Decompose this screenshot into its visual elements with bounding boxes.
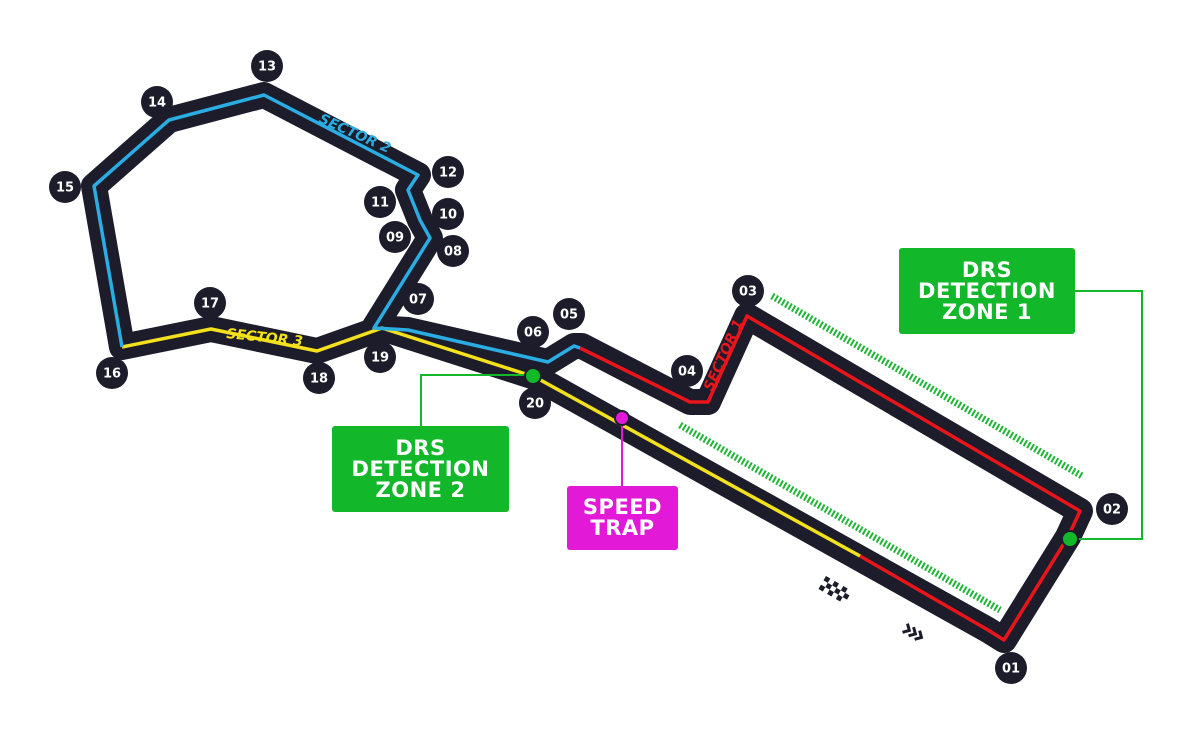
drs-zone-1-line3: ZONE 1 xyxy=(942,299,1032,324)
drs-zones xyxy=(678,292,1084,614)
drs-zone-1-connector xyxy=(1070,290,1143,540)
drs-zone-main-straight xyxy=(678,421,1002,614)
svg-text:14: 14 xyxy=(148,96,166,111)
drs-zone-1-line2: DETECTION xyxy=(918,278,1056,303)
turn-badges: 01 02 03 04 05 06 07 08 09 10 11 12 13 1… xyxy=(49,50,1128,684)
svg-text:19: 19 xyxy=(371,351,389,366)
svg-text:09: 09 xyxy=(386,231,404,246)
svg-text:05: 05 xyxy=(560,308,578,323)
turn-badge-20: 20 xyxy=(519,387,551,419)
drs-zone-2-connector xyxy=(420,374,533,426)
svg-text:02: 02 xyxy=(1103,503,1121,518)
turn-badge-18: 18 xyxy=(303,362,335,394)
sector-1-line xyxy=(579,314,1082,642)
svg-text:10: 10 xyxy=(439,208,457,223)
speed-trap-line1: SPEED xyxy=(582,495,663,519)
svg-text:03: 03 xyxy=(739,285,757,300)
speed-trap-line2: TRAP xyxy=(590,516,655,540)
svg-text:13: 13 xyxy=(258,60,276,75)
svg-text:07: 07 xyxy=(409,293,427,308)
svg-text:16: 16 xyxy=(103,367,121,382)
sector-2-line xyxy=(92,93,581,364)
drs-detection-zone-1-box: DRS DETECTION ZONE 1 xyxy=(899,248,1075,334)
turn-badge-11: 11 xyxy=(364,186,396,218)
svg-text:08: 08 xyxy=(444,245,462,260)
turn-badge-02: 02 xyxy=(1096,493,1128,525)
svg-text:12: 12 xyxy=(439,166,457,181)
speed-trap-box: SPEED TRAP xyxy=(567,486,678,550)
turn-badge-07: 07 xyxy=(402,283,434,315)
speed-trap-point xyxy=(614,410,630,426)
drs-zone-1-point xyxy=(1061,530,1079,548)
turn-badge-08: 08 xyxy=(437,235,469,267)
svg-text:20: 20 xyxy=(526,397,544,412)
svg-text:18: 18 xyxy=(310,372,328,387)
callout-connectors xyxy=(420,290,1143,540)
sector-3-label: SECTOR 3 xyxy=(226,326,304,350)
turn-badge-09: 09 xyxy=(379,221,411,253)
drs-zone-2-line3: ZONE 2 xyxy=(375,477,466,502)
turn-badge-15: 15 xyxy=(49,171,81,203)
drs-zone-2-line2: DETECTION xyxy=(351,456,490,481)
turn-badge-17: 17 xyxy=(194,287,226,319)
turn-badge-03: 03 xyxy=(732,275,764,307)
turn-badge-01: 01 xyxy=(995,652,1027,684)
drs-zone-2-line1: DRS xyxy=(395,435,446,460)
svg-text:11: 11 xyxy=(371,196,389,211)
drs-zone-1-line1: DRS xyxy=(961,257,1013,282)
svg-text:15: 15 xyxy=(56,181,74,196)
turn-badge-10: 10 xyxy=(432,198,464,230)
drs-zone-2-point xyxy=(524,367,542,385)
turn-badge-14: 14 xyxy=(141,86,173,118)
svg-text:17: 17 xyxy=(201,297,219,312)
turn-badge-12: 12 xyxy=(432,156,464,188)
turn-badge-13: 13 xyxy=(251,50,283,82)
turn-badge-06: 06 xyxy=(517,316,549,348)
turn-badge-05: 05 xyxy=(553,298,585,330)
svg-text:06: 06 xyxy=(524,326,542,341)
direction-chevrons-icon xyxy=(902,623,924,641)
drs-detection-zone-2-box: DRS DETECTION ZONE 2 xyxy=(332,426,509,512)
sector-3-line xyxy=(121,326,861,558)
svg-text:01: 01 xyxy=(1002,662,1020,677)
checkered-flag-icon xyxy=(818,576,850,602)
svg-text:04: 04 xyxy=(678,365,696,380)
turn-badge-19: 19 xyxy=(364,341,396,373)
turn-badge-16: 16 xyxy=(96,357,128,389)
turn-badge-04: 04 xyxy=(671,355,703,387)
track-base xyxy=(81,82,1093,653)
